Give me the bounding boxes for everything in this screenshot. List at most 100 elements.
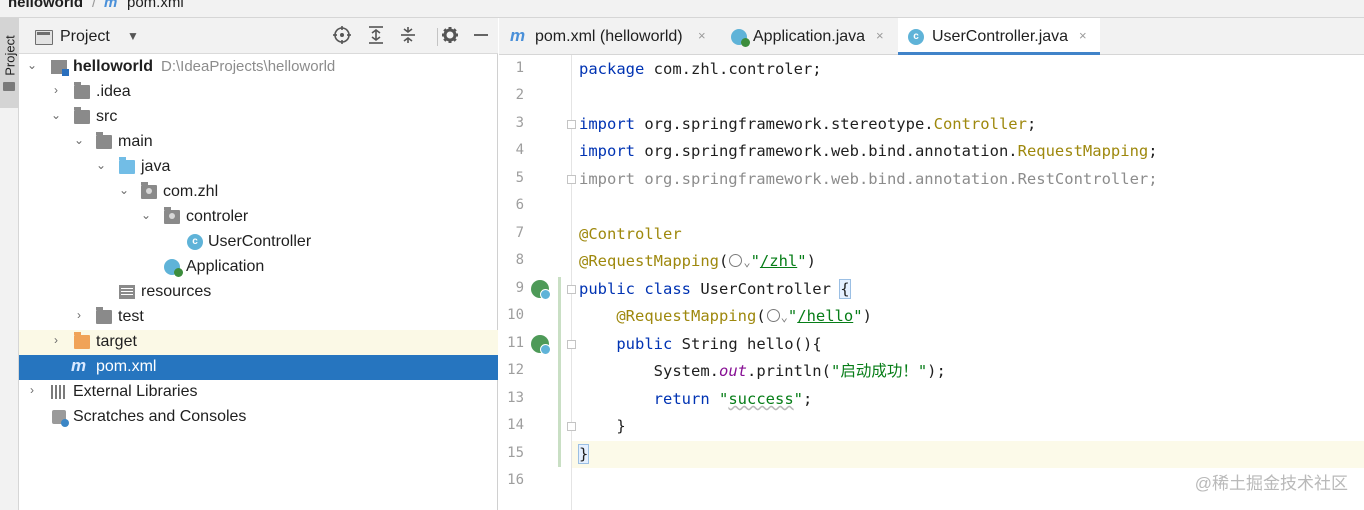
- chevron-down-icon[interactable]: ⌄: [73, 133, 85, 147]
- line-number: 12: [507, 362, 524, 378]
- fold-icon[interactable]: [567, 175, 576, 184]
- chevron-right-icon[interactable]: ›: [30, 383, 34, 397]
- tree-item-usercontroller[interactable]: c UserController: [19, 230, 498, 255]
- tree-item-java[interactable]: ⌄ java: [19, 155, 498, 180]
- tool-window-stripe: Project: [0, 18, 19, 510]
- code-editor[interactable]: 1 2 3 4 5 6 7 8 9 10 11 12 13 14 15 16 p…: [499, 55, 1364, 510]
- web-endpoint-icon[interactable]: [729, 254, 743, 267]
- url-link[interactable]: /zhl: [759, 252, 798, 270]
- excluded-folder-icon: [74, 332, 90, 349]
- tab-usercontroller-java[interactable]: c UserController.java ×: [898, 18, 1100, 55]
- code-line-unused-import: import org.springframework.web.bind.anno…: [579, 170, 1158, 188]
- vcs-change-marker[interactable]: [558, 277, 561, 467]
- tree-item-application[interactable]: Application: [19, 255, 498, 280]
- tree-item-label: helloworld: [73, 58, 153, 75]
- fold-icon[interactable]: [567, 120, 576, 129]
- tree-item-main[interactable]: ⌄ main: [19, 130, 498, 155]
- tree-item-resources[interactable]: resources: [19, 280, 498, 305]
- close-icon[interactable]: ×: [698, 28, 706, 43]
- matched-brace: {: [839, 279, 851, 299]
- project-tool-button[interactable]: Project: [0, 18, 19, 108]
- scratches-icon: [52, 410, 69, 427]
- tree-item-idea[interactable]: › .idea: [19, 80, 498, 105]
- close-icon[interactable]: ×: [1079, 28, 1087, 43]
- chevron-right-icon[interactable]: ›: [77, 308, 81, 322]
- maven-icon: m: [510, 26, 526, 45]
- code-line: package com.zhl.controler;: [579, 60, 822, 78]
- folder-icon: [96, 132, 112, 149]
- crosshair-icon[interactable]: [332, 26, 352, 46]
- line-number: 1: [515, 60, 524, 76]
- tab-label: pom.xml (helloworld): [535, 28, 683, 45]
- line-number: 6: [515, 197, 524, 213]
- tab-label: UserController.java: [932, 28, 1069, 45]
- spring-app-icon: [731, 29, 750, 47]
- tree-item-helloworld[interactable]: ⌄ helloworld D:\IdeaProjects\helloworld: [19, 55, 498, 80]
- fold-icon[interactable]: [567, 340, 576, 349]
- line-number: 2: [515, 87, 524, 103]
- class-icon: c: [908, 29, 924, 45]
- minimize-icon[interactable]: [471, 26, 491, 46]
- code-line: @Controller: [579, 225, 682, 243]
- tree-item-pom-xml[interactable]: m pom.xml: [19, 355, 498, 380]
- tree-item-target[interactable]: › target: [19, 330, 498, 355]
- navigation-breadcrumb: helloworld / m pom.xml: [0, 0, 1364, 18]
- chevron-down-icon[interactable]: ⌄: [50, 108, 62, 122]
- project-view-selector[interactable]: Project: [60, 28, 110, 45]
- folder-icon: [74, 82, 90, 99]
- breadcrumb-project[interactable]: helloworld: [8, 0, 83, 11]
- url-link[interactable]: /hello: [797, 307, 854, 325]
- line-number: 16: [507, 472, 524, 488]
- tree-item-label: Scratches and Consoles: [73, 408, 247, 425]
- chevron-down-icon[interactable]: ▼: [127, 29, 139, 43]
- line-number: 8: [515, 252, 524, 268]
- chevron-down-icon[interactable]: ⌄: [118, 183, 130, 197]
- matched-brace: }: [577, 444, 590, 464]
- tree-item-controler[interactable]: ⌄ controler: [19, 205, 498, 230]
- tree-item-path: D:\IdeaProjects\helloworld: [161, 58, 336, 75]
- tree-item-label: Application: [186, 258, 265, 275]
- chevron-down-icon[interactable]: ⌄: [26, 58, 38, 72]
- watermark: @稀土掘金技术社区: [1194, 474, 1348, 493]
- chevron-right-icon[interactable]: ›: [54, 333, 58, 347]
- maven-icon: m: [104, 0, 118, 11]
- collapse-all-icon[interactable]: [398, 26, 418, 46]
- chevron-right-icon[interactable]: ›: [54, 83, 58, 97]
- gear-icon[interactable]: [440, 26, 460, 46]
- current-line-highlight: [499, 441, 1364, 468]
- spring-bean-icon[interactable]: [531, 335, 551, 355]
- tree-item-src[interactable]: ⌄ src: [19, 105, 498, 130]
- chevron-down-icon[interactable]: ⌄: [140, 208, 152, 222]
- tab-application-java[interactable]: Application.java ×: [721, 18, 898, 54]
- tree-item-test[interactable]: › test: [19, 305, 498, 330]
- tree-item-scratches[interactable]: Scratches and Consoles: [19, 405, 498, 430]
- tree-item-external-libraries[interactable]: › External Libraries: [19, 380, 498, 405]
- breadcrumb-file[interactable]: pom.xml: [127, 0, 184, 11]
- module-icon: [51, 60, 69, 76]
- folder-icon: [3, 82, 15, 91]
- expand-all-icon[interactable]: [366, 26, 386, 46]
- web-endpoint-icon[interactable]: [766, 309, 780, 322]
- line-number: 3: [515, 115, 524, 131]
- tree-item-label: test: [118, 308, 144, 325]
- tree-item-label: src: [96, 108, 118, 125]
- tree-item-com-zhl[interactable]: ⌄ com.zhl: [19, 180, 498, 205]
- tab-pom-xml[interactable]: m pom.xml (helloworld) ×: [499, 18, 721, 54]
- fold-icon[interactable]: [567, 422, 576, 431]
- package-icon: [164, 207, 180, 224]
- close-icon[interactable]: ×: [876, 28, 884, 43]
- line-number: 9: [515, 280, 524, 296]
- editor-tabs: m pom.xml (helloworld) × Application.jav…: [499, 18, 1364, 55]
- libraries-icon: [51, 385, 67, 399]
- code-line: @RequestMapping(⌄"/hello"): [616, 307, 872, 325]
- package-icon: [141, 182, 157, 199]
- line-number: 7: [515, 225, 524, 241]
- project-stripe-label: Project: [2, 35, 18, 76]
- code-line: @RequestMapping(⌄"/zhl"): [579, 252, 816, 270]
- fold-icon[interactable]: [567, 285, 576, 294]
- chevron-down-icon[interactable]: ⌄: [95, 158, 107, 172]
- spring-bean-icon[interactable]: [531, 280, 551, 300]
- tree-item-label: pom.xml: [96, 358, 157, 375]
- line-number: 11: [507, 335, 524, 351]
- resources-folder-icon: [119, 285, 135, 299]
